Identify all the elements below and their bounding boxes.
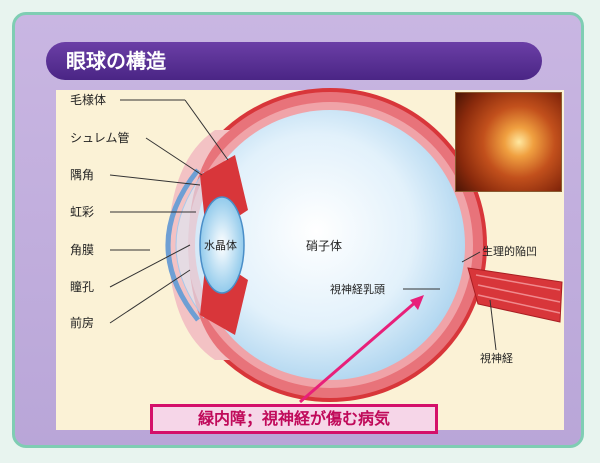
label-optic-nerve: 視神経 <box>480 352 513 366</box>
caption-banner: 緑内障；視神経が傷む病気 <box>150 404 438 434</box>
label-lens: 水晶体 <box>204 239 237 253</box>
fundus-photo <box>455 92 562 192</box>
label-ciliary-body: 毛様体 <box>70 93 106 107</box>
label-vitreous: 硝子体 <box>306 239 342 253</box>
label-pupil: 瞳孔 <box>70 280 94 294</box>
label-angle: 隅角 <box>70 168 94 182</box>
label-schlemm-canal: シュレム管 <box>70 131 130 145</box>
label-physiologic-cup: 生理的陥凹 <box>482 245 537 259</box>
label-optic-disc: 視神経乳頭 <box>330 283 385 297</box>
label-cornea: 角膜 <box>70 243 94 257</box>
label-anterior-chamber: 前房 <box>70 316 94 330</box>
label-iris: 虹彩 <box>70 205 94 219</box>
